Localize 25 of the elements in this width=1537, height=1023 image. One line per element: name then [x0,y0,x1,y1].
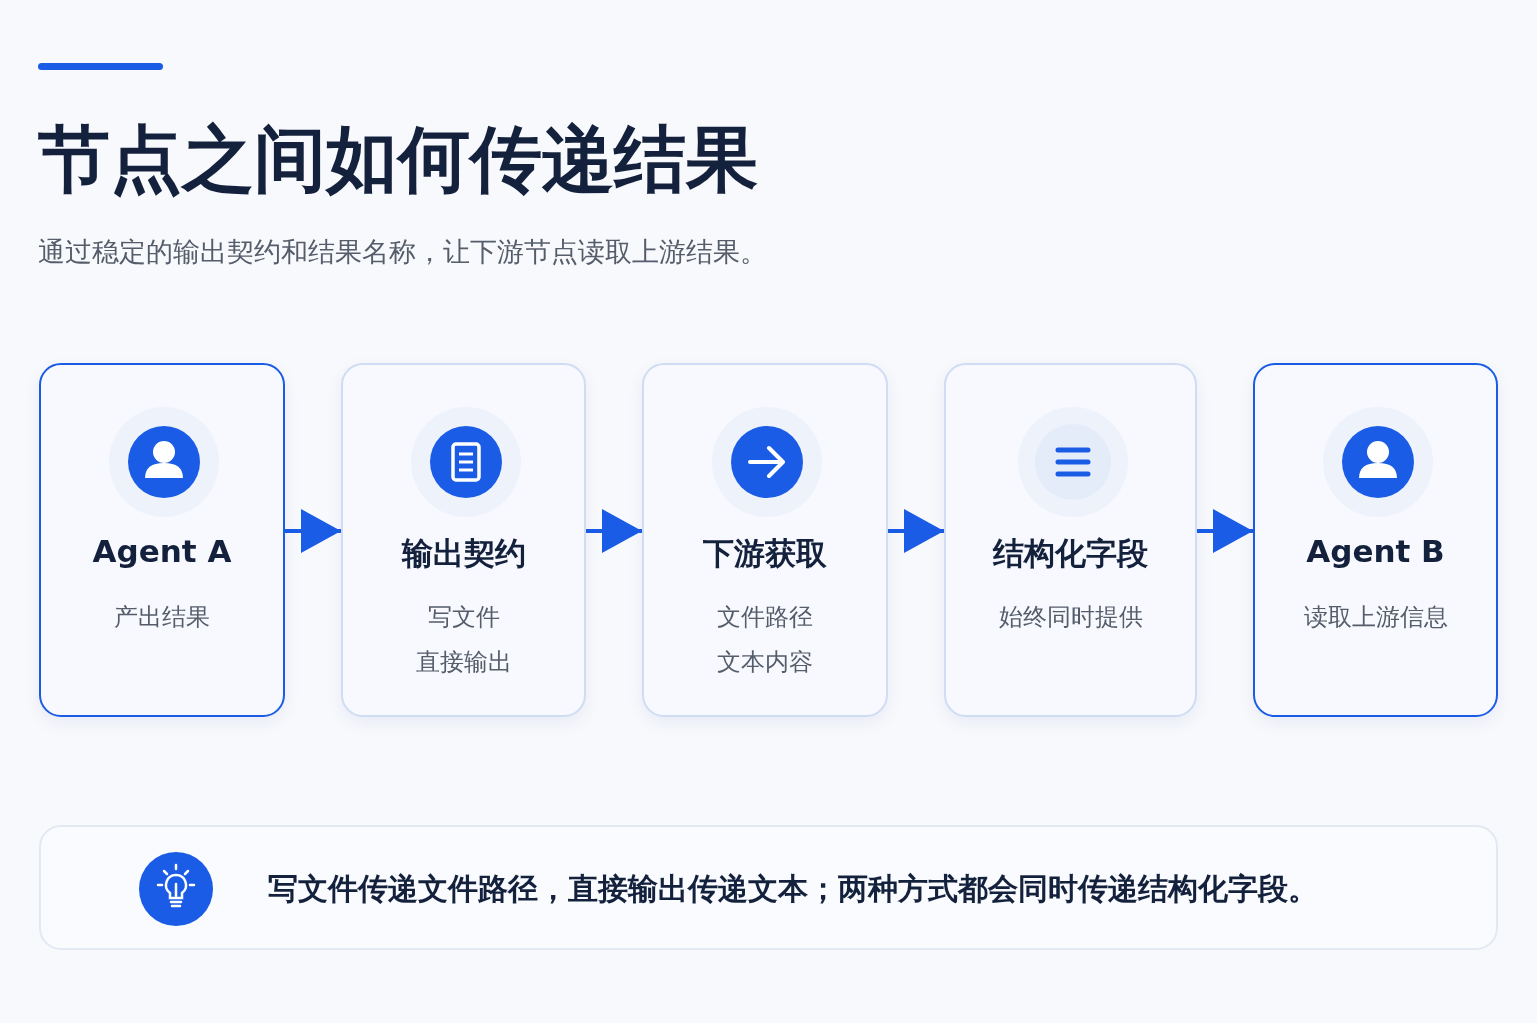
card-text: 产出结果 [113,602,211,633]
arrow [888,509,944,553]
card-text: 文件路径 [716,602,814,633]
card-title: Agent B [1305,533,1446,569]
process-card [944,363,1197,717]
card-text: 始终同时提供 [997,602,1144,633]
card-text: 直接输出 [414,647,513,678]
process-card [39,363,285,717]
process-card [1253,363,1498,717]
arrow [285,509,341,553]
card-title: 输出契约 [400,534,527,573]
arrow [1197,509,1253,553]
card-text: 读取上游信息 [1302,602,1449,633]
process-card [642,363,888,717]
subtitle: 通过稳定的输出契约和结果名称，让下游节点读取上游结果。 [38,235,767,269]
arrow [586,509,642,553]
card-text: 写文件 [426,602,501,633]
card-title: 下游获取 [702,534,828,573]
card-title: 结构化字段 [991,534,1149,573]
note-card [39,825,1498,950]
note-text: 写文件传递文件路径，直接输出传递文本；两种方式都会同时传递结构化字段。 [268,870,1318,908]
card-text: 文本内容 [716,647,814,678]
page-title: 节点之间如何传递结果 [38,116,758,203]
card-title: Agent A [91,533,233,569]
process-card [341,363,586,717]
